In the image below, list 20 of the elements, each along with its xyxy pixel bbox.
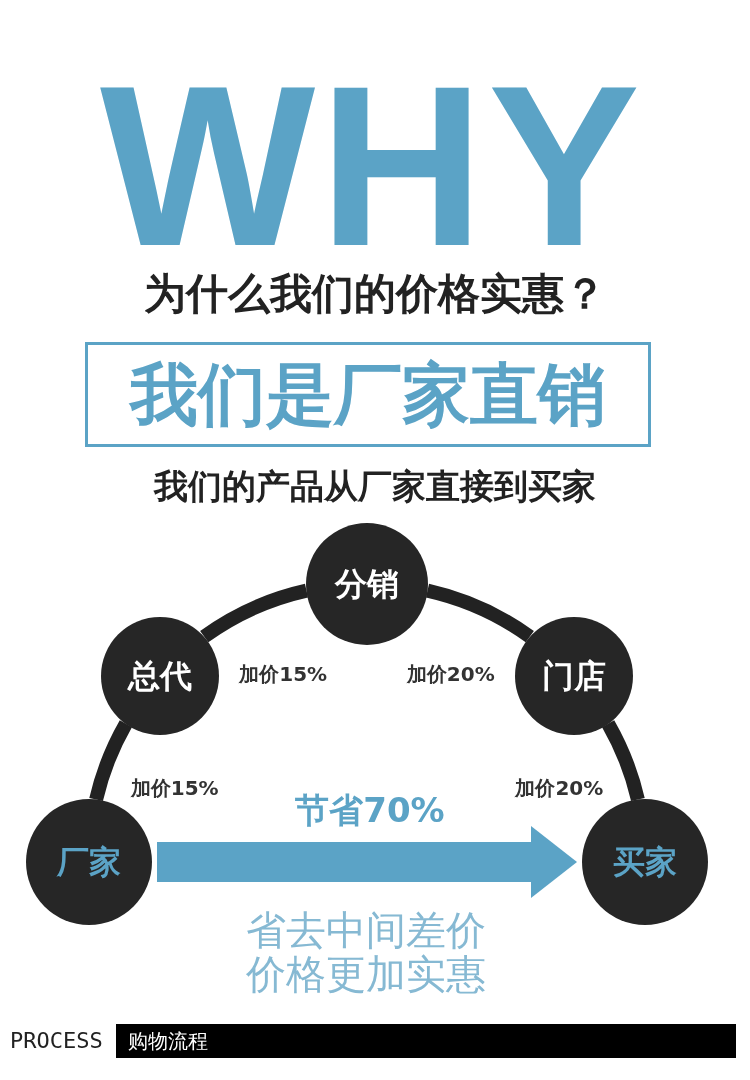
edge-label: 加价15% [128,778,221,799]
box-heading: 我们是厂家直销 [130,360,606,429]
edge-label: 加价15% [237,663,330,684]
stage-label: 分销 [335,568,399,600]
stage-label: 门店 [541,659,606,692]
section-label: PROCESS [10,1027,103,1055]
edge-label: 加价20% [513,778,606,799]
connector-arc [601,720,645,802]
highlight-box [85,342,651,447]
connector-arc [200,583,309,643]
stage-label: 买家 [613,846,677,878]
section-bar: 购物流程 [116,1024,736,1058]
arrow [157,826,577,898]
savings-note: 省去中间差价价格更加实惠 [245,908,487,996]
stage-label: 总代 [128,659,193,692]
connector-arc [425,583,534,643]
subtitle: 我们的产品从厂家直接到买家 [152,465,597,508]
stage-label: 厂家 [57,846,121,878]
edge-label: 加价20% [404,663,497,684]
connector-arc [89,720,133,802]
